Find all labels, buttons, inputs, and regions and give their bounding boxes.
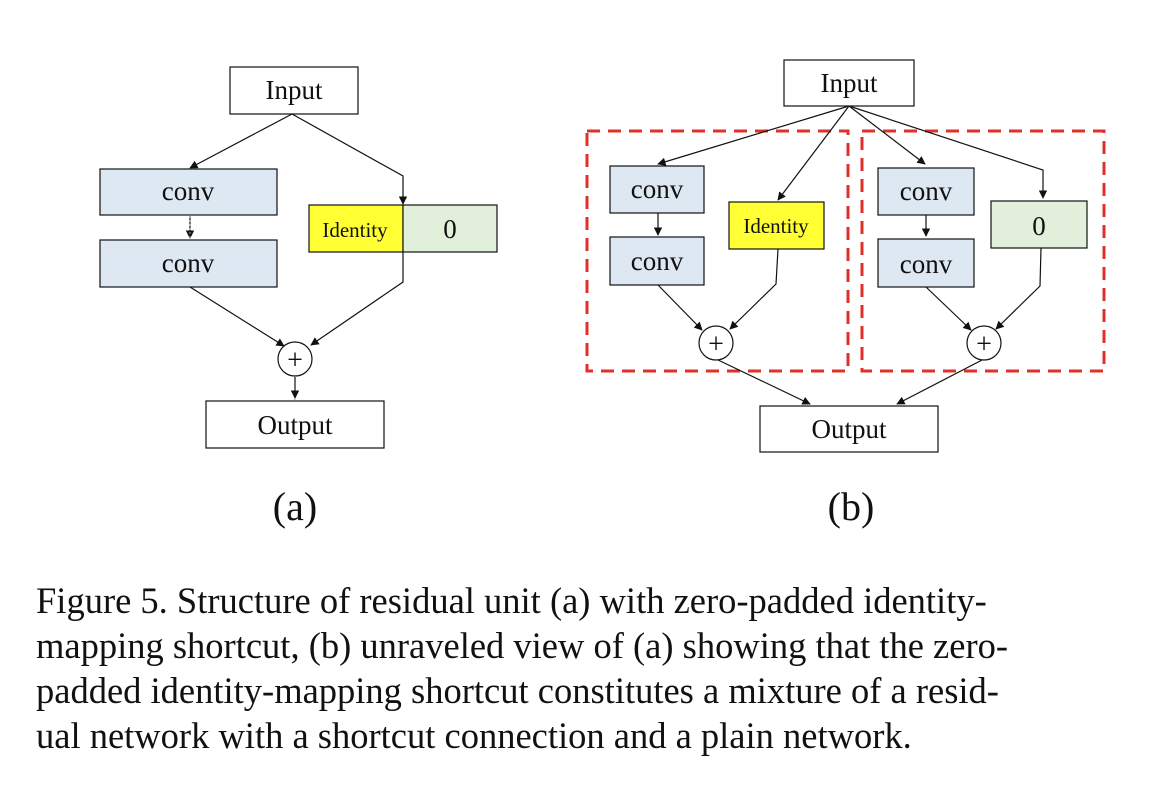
edge-b-input-to-identity xyxy=(777,105,850,201)
panel-b-label: (b) xyxy=(828,484,875,529)
edge-b-identity-to-add xyxy=(729,248,779,330)
b-conv-label-2-residual: conv xyxy=(631,246,684,276)
b-output-label: Output xyxy=(811,414,887,444)
edge-input-to-shortcut xyxy=(291,113,408,205)
figure-caption: Figure 5. Structure of residual unit (a)… xyxy=(36,578,1146,758)
b-conv-block-1-residual xyxy=(609,165,705,214)
panel-b: Input conv conv Identity + conv conv 0 +… xyxy=(585,59,1106,529)
edge-shortcut-to-add xyxy=(310,252,404,346)
residual-unit-figure: Input conv conv Identity 0 + Output (a) xyxy=(99,59,1106,529)
panel-b-edges xyxy=(653,105,1048,405)
edge-b-zero-to-add xyxy=(995,247,1042,330)
b-conv-label-1-residual: conv xyxy=(631,174,684,204)
edge-b-input-to-conv1-residual xyxy=(657,105,850,166)
b-identity-block xyxy=(728,201,825,250)
edge-conv2-to-add xyxy=(189,286,285,347)
b-output-box xyxy=(759,405,939,453)
zero-pad-label: 0 xyxy=(443,214,457,244)
conv-label-2: conv xyxy=(162,248,215,278)
caption-line-3: padded identity-mapping shortcut constit… xyxy=(36,670,999,711)
conv-label-1: conv xyxy=(162,176,215,206)
panel-a-edges xyxy=(185,113,408,399)
output-box xyxy=(205,400,385,449)
panel-a-label: (a) xyxy=(273,484,317,529)
zero-pad-block xyxy=(402,204,498,253)
edge-b-input-to-conv1-plain xyxy=(848,105,926,165)
input-label: Input xyxy=(266,75,323,105)
b-conv-block-2-plain xyxy=(877,238,975,288)
caption-line-1: Figure 5. Structure of residual unit (a)… xyxy=(36,580,987,621)
input-box xyxy=(229,66,359,115)
b-input-label: Input xyxy=(821,68,878,98)
output-label: Output xyxy=(257,410,333,440)
b-conv-block-2-residual xyxy=(609,236,705,286)
caption-line-2: mapping shortcut, (b) unraveled view of … xyxy=(36,625,1009,666)
b-add-node-plain xyxy=(966,325,1002,361)
b-identity-label: Identity xyxy=(743,214,809,238)
b-zero-pad-block xyxy=(990,200,1088,249)
edge-b-input-to-zero xyxy=(848,105,1048,199)
add-symbol: + xyxy=(287,345,303,376)
panel-a: Input conv conv Identity 0 + Output (a) xyxy=(99,66,498,529)
caption-line-4: ual network with a shortcut connection a… xyxy=(36,715,912,756)
b-conv-label-2-plain: conv xyxy=(900,249,953,279)
identity-block xyxy=(308,204,404,253)
residual-path-group xyxy=(585,129,850,373)
edge-b-add-plain-to-output xyxy=(896,358,985,405)
b-zero-pad-label: 0 xyxy=(1032,211,1046,241)
edge-input-to-conv1 xyxy=(189,113,293,169)
edge-b-add-residual-to-output xyxy=(715,358,811,405)
b-add-symbol-plain: + xyxy=(976,329,992,360)
add-node xyxy=(277,341,313,377)
conv-block-2 xyxy=(99,239,278,288)
b-add-node-residual xyxy=(698,325,734,361)
identity-label: Identity xyxy=(322,218,388,242)
b-input-box xyxy=(783,59,915,107)
b-conv-label-1-plain: conv xyxy=(900,176,953,206)
edge-b-conv2-to-add-residual xyxy=(657,284,703,331)
plain-path-group xyxy=(860,129,1106,373)
b-conv-block-1-plain xyxy=(877,167,975,216)
conv-block-1 xyxy=(99,168,278,216)
edge-b-conv2-to-add-plain xyxy=(925,286,972,331)
b-add-symbol-residual: + xyxy=(708,329,724,360)
